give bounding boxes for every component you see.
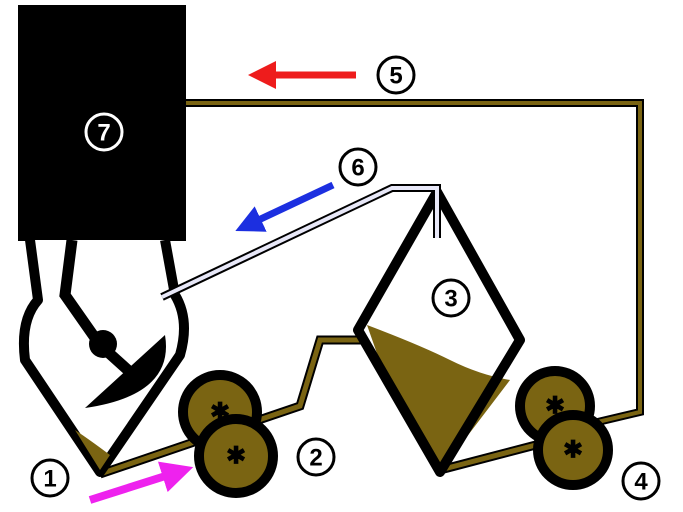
label-6-text: 6 [351, 155, 364, 182]
pump-2: ✱ ✱ [178, 370, 278, 498]
label-3: 3 [431, 278, 471, 318]
label-3-text: 3 [444, 286, 457, 313]
label-7: 7 [84, 112, 124, 152]
label-4: 4 [621, 461, 661, 501]
svg-text:✱: ✱ [210, 399, 230, 426]
label-5-text: 5 [389, 63, 402, 90]
svg-text:✱: ✱ [226, 443, 246, 470]
hopper-1 [18, 239, 189, 477]
pump-4: ✱ ✱ [515, 366, 613, 490]
svg-text:✱: ✱ [545, 393, 565, 420]
label-4-text: 4 [634, 469, 648, 496]
label-6: 6 [338, 147, 378, 187]
label-7-text: 7 [97, 120, 110, 147]
label-2: 2 [296, 437, 336, 477]
label-5: 5 [376, 55, 416, 95]
label-1-text: 1 [43, 466, 56, 493]
separator-3 [353, 187, 525, 477]
magenta-arrow [88, 461, 194, 504]
svg-text:✱: ✱ [563, 437, 583, 464]
blue-arrow [235, 181, 335, 232]
label-2-text: 2 [309, 445, 322, 472]
gas-tube [160, 184, 441, 301]
return-pipe [170, 99, 644, 429]
label-1: 1 [30, 458, 70, 498]
